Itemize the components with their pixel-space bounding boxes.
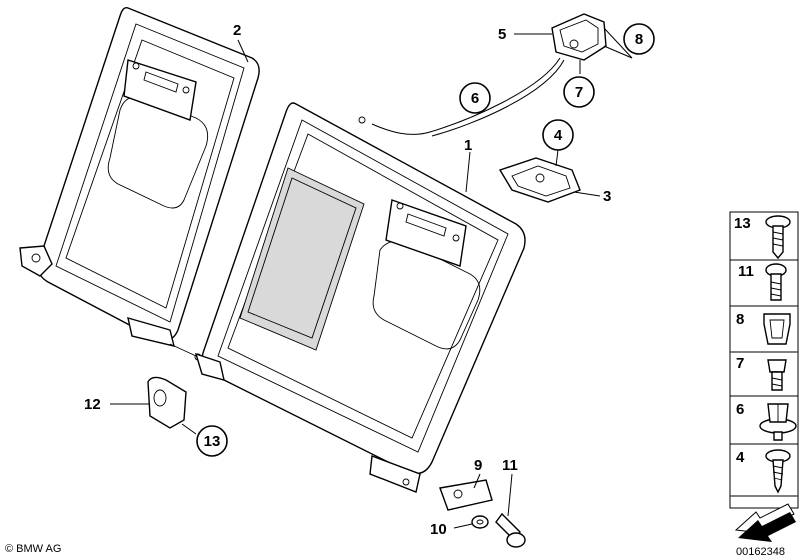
legend-num-7: 7 — [736, 355, 744, 372]
legend-num-8: 8 — [736, 311, 744, 328]
callout-10: 10 — [430, 521, 447, 538]
callout-12: 12 — [84, 396, 101, 413]
callout-5: 5 — [498, 26, 506, 43]
callout-9: 9 — [474, 457, 482, 474]
legend-num-11: 11 — [738, 263, 754, 280]
left-backrest-frame — [19, 6, 260, 361]
clip-nut-icon — [763, 313, 791, 345]
callout-6: 6 — [471, 90, 479, 107]
callout-11: 11 — [502, 457, 518, 474]
drawing-number: 00162348 — [736, 546, 785, 558]
callout-3: 3 — [603, 188, 611, 205]
fastener-legend: 13 11 8 7 6 4 — [729, 211, 799, 542]
seat-lock — [498, 157, 581, 203]
callout-13: 13 — [204, 433, 221, 450]
bolt-11 — [495, 512, 526, 548]
legend-num-6: 6 — [736, 401, 744, 418]
callout-2: 2 — [233, 22, 241, 39]
screw-icon — [765, 215, 791, 260]
direction-arrow-icon — [734, 503, 796, 542]
callouts: 2 1 5 3 12 9 11 10 8 7 6 4 13 — [84, 22, 655, 538]
leader-lines — [110, 27, 633, 529]
copyright-text: © BMW AG — [5, 543, 61, 555]
expanding-rivet-icon — [759, 403, 797, 441]
bracket-9 — [439, 479, 493, 511]
legend-num-4: 4 — [736, 449, 745, 466]
callout-4: 4 — [554, 127, 563, 144]
legend-num-13: 13 — [734, 215, 751, 232]
callout-1: 1 — [464, 137, 472, 154]
right-backrest-frame — [194, 102, 526, 493]
bolt-icon — [765, 263, 787, 301]
self-tapping-screw-icon — [765, 449, 791, 494]
lock-release-assembly — [358, 13, 607, 137]
callout-8: 8 — [635, 31, 643, 48]
callout-7: 7 — [575, 84, 583, 101]
washer-10 — [471, 515, 489, 529]
bracket-12 — [147, 376, 187, 429]
screw-icon — [767, 359, 787, 391]
